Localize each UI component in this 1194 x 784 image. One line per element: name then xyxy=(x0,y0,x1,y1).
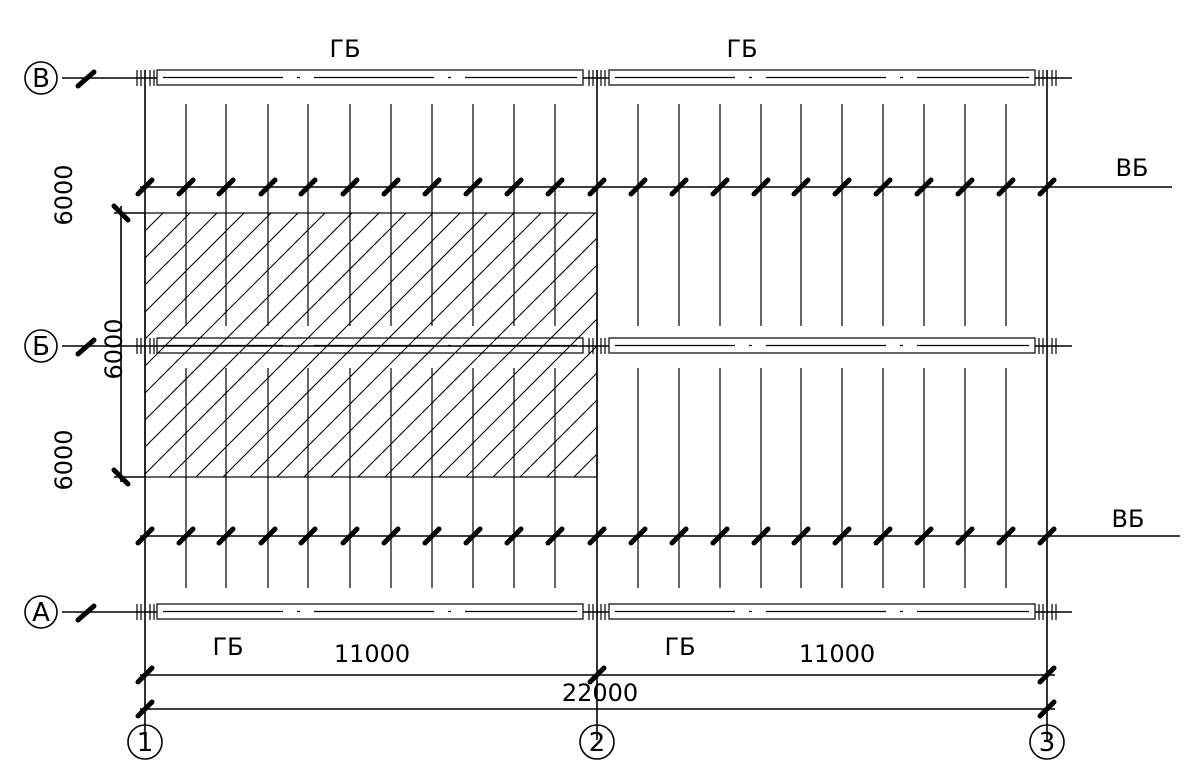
bracing-tick xyxy=(463,177,483,197)
bracing-tick xyxy=(1037,177,1057,197)
hatch-line xyxy=(145,213,191,259)
bracing-tick xyxy=(545,526,565,546)
bracing-tick xyxy=(463,526,483,546)
bracing-tick xyxy=(914,177,934,197)
bracing-tick xyxy=(422,177,442,197)
bracing-tick xyxy=(216,526,236,546)
bracing-tick xyxy=(955,526,975,546)
bracing-tick xyxy=(669,177,689,197)
row-bubble-v: В xyxy=(24,61,97,95)
label-main-beam-bottom-left: ГБ xyxy=(212,633,243,661)
bracing-tick xyxy=(996,526,1016,546)
bracing-tick xyxy=(669,526,689,546)
dimension-hatched: 6000 xyxy=(100,203,145,487)
bracing-tick xyxy=(587,526,607,546)
bracing-tick xyxy=(176,177,196,197)
row-bubble-a: А xyxy=(24,595,97,629)
dim-bay-right: 11000 xyxy=(799,640,875,668)
col-bubble-1: 1 xyxy=(127,724,163,760)
hatch-line xyxy=(145,213,245,313)
hatch-line xyxy=(330,213,596,477)
col-label-1: 1 xyxy=(137,728,154,758)
dim-bay-left: 11000 xyxy=(334,640,410,668)
bracing-tick xyxy=(340,177,360,197)
bracing-tick xyxy=(340,526,360,546)
hatch-line xyxy=(303,213,569,477)
bracing-tick xyxy=(1037,526,1057,546)
dim-lower-span: 6000 xyxy=(50,429,78,490)
bracing-tick xyxy=(791,177,811,197)
hatch-line xyxy=(465,345,597,477)
bracing-tick xyxy=(298,526,318,546)
label-bracing-lower: ВБ xyxy=(1112,505,1145,533)
bracing-tick xyxy=(504,177,524,197)
bracing-tick xyxy=(504,526,524,546)
bracing-tick xyxy=(545,177,565,197)
bracing-tick xyxy=(258,526,278,546)
bracing-tick xyxy=(298,177,318,197)
dim-upper-span: 6000 xyxy=(50,164,78,225)
bracing-tick xyxy=(587,177,607,197)
bracing-tick xyxy=(381,177,401,197)
row-label-v: В xyxy=(32,64,50,94)
bracing-tick xyxy=(628,177,648,197)
bracing-tick xyxy=(751,177,771,197)
bracing-tick xyxy=(135,177,155,197)
bracing-tick xyxy=(955,177,975,197)
main-beam-mid-left xyxy=(156,337,584,354)
bracing-tick xyxy=(216,177,236,197)
bracing-tick xyxy=(996,177,1016,197)
row-label-a: А xyxy=(32,598,50,628)
col-label-2: 2 xyxy=(589,728,606,758)
bracing-tick xyxy=(176,526,196,546)
hatch-line xyxy=(492,372,597,477)
label-main-beam-top-left: ГБ xyxy=(329,35,360,63)
label-main-beam-bottom-right: ГБ xyxy=(664,633,695,661)
label-main-beam-top-right: ГБ xyxy=(726,35,757,63)
bracing-tick xyxy=(873,177,893,197)
bracing-tick xyxy=(628,526,648,546)
hatch-line xyxy=(145,213,218,286)
bracing-tick xyxy=(832,526,852,546)
dimension-bays: 11000 11000 xyxy=(135,640,1057,685)
column-axes xyxy=(144,70,1048,740)
beam-end-marks xyxy=(136,70,1057,620)
dimension-total: 22000 xyxy=(135,679,1057,719)
bracing-tick xyxy=(381,526,401,546)
hatch-line xyxy=(546,426,597,477)
bracing-tick xyxy=(422,526,442,546)
dim-hatched-span: 6000 xyxy=(100,318,128,379)
dim-total: 22000 xyxy=(562,679,638,707)
bracing-tick xyxy=(873,526,893,546)
label-bracing-upper: ВБ xyxy=(1116,154,1149,182)
bracing-tick xyxy=(135,526,155,546)
main-beams xyxy=(156,69,1036,620)
row-bubble-b: Б xyxy=(24,329,97,363)
bracing-ticks xyxy=(135,177,1057,546)
bracing-tick xyxy=(710,526,730,546)
bracing-tick xyxy=(914,526,934,546)
secondary-beams xyxy=(185,104,1007,588)
hatch-line xyxy=(145,213,272,340)
col-bubble-3: 3 xyxy=(1029,724,1065,760)
col-bubble-2: 2 xyxy=(579,724,615,760)
bracing-tick xyxy=(258,177,278,197)
bracing-tick xyxy=(832,177,852,197)
vertical-bracing xyxy=(140,186,1180,537)
bracing-tick xyxy=(751,526,771,546)
hatch-line xyxy=(168,213,434,477)
col-label-3: 3 xyxy=(1039,728,1056,758)
hatch-line xyxy=(519,399,597,477)
bracing-tick xyxy=(710,177,730,197)
row-label-b: Б xyxy=(32,332,50,362)
bracing-tick xyxy=(791,526,811,546)
